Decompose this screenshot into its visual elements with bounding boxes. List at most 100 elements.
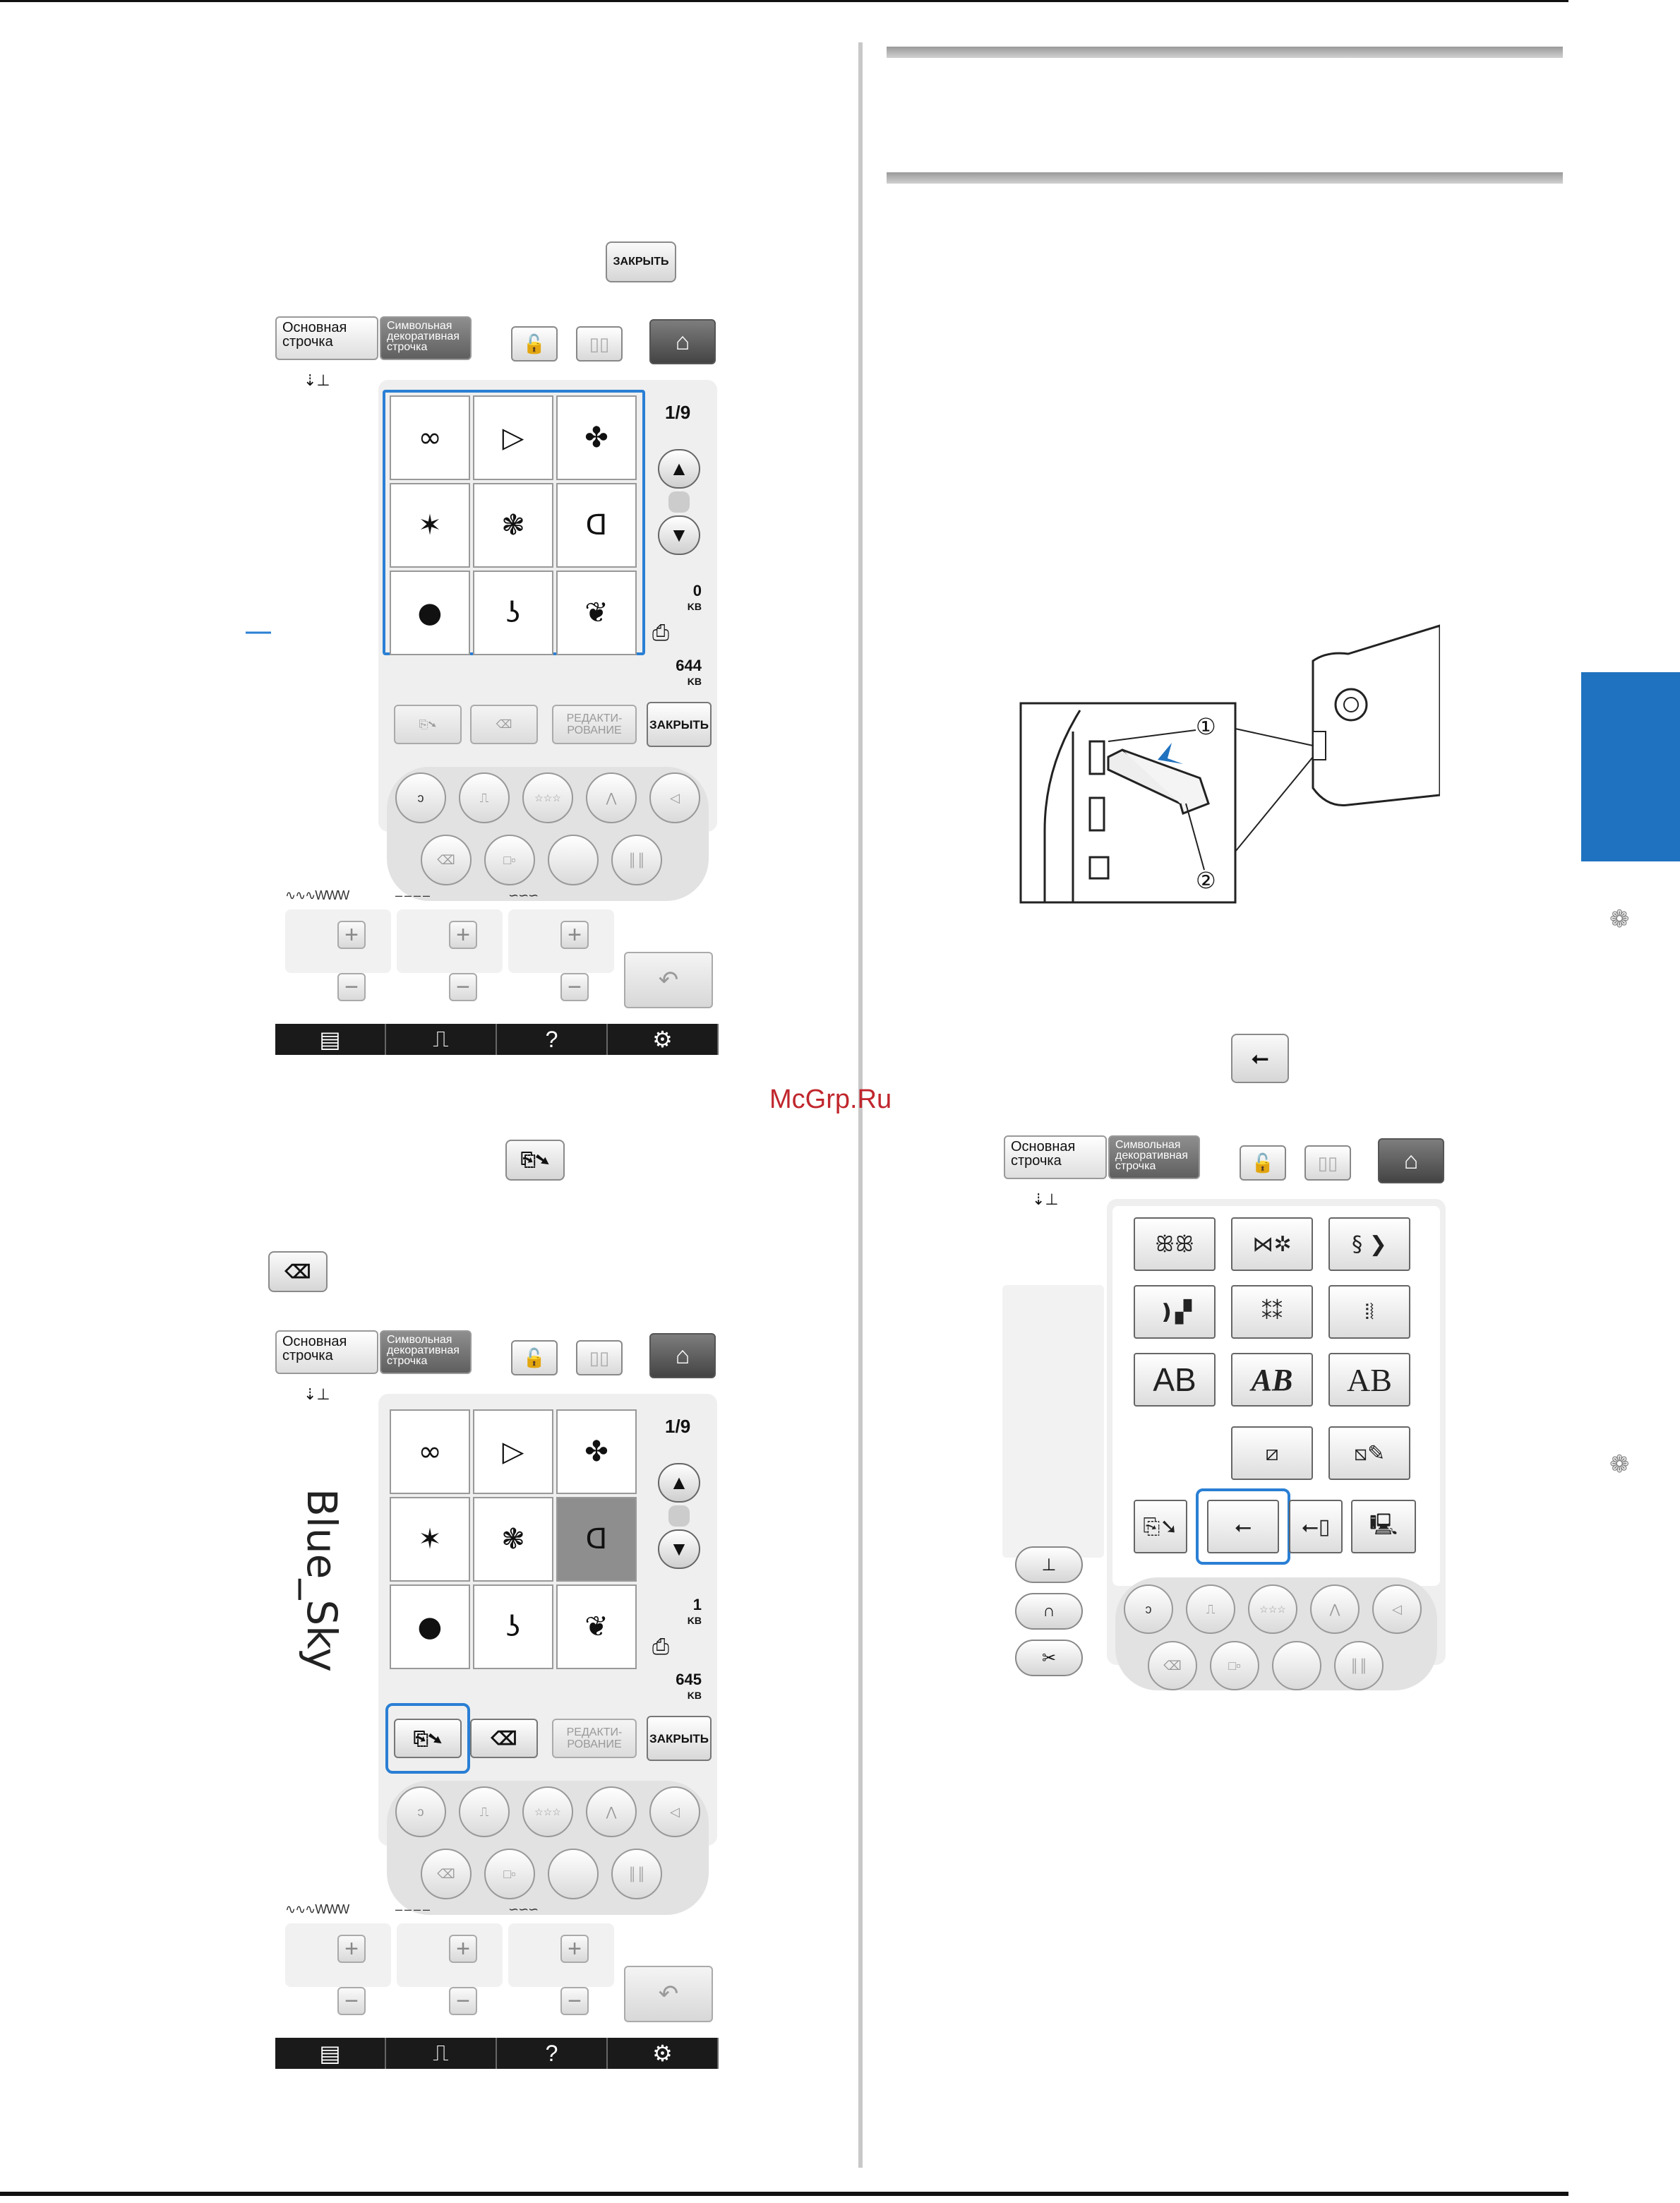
book-icon[interactable]: ▯▯ [576, 1340, 623, 1375]
stitch-edit-icon[interactable]: ⧅✎ [1328, 1426, 1410, 1480]
needle-mode-icon[interactable]: ⎍ [459, 772, 510, 823]
triangle-icon[interactable]: ◁ [1372, 1584, 1422, 1634]
size-icon[interactable]: □▫ [484, 835, 535, 885]
thread-icon[interactable]: ↄ [395, 1786, 446, 1837]
pattern-cell[interactable]: ❃ [473, 483, 553, 568]
tab-basic-stitch[interactable]: Основная строчка [275, 316, 378, 360]
scroll-up-button[interactable]: ▲ [658, 449, 700, 489]
pattern-cell[interactable]: ∞ [390, 1409, 470, 1494]
pattern-cell[interactable]: ▷ [473, 1409, 553, 1494]
tab-basic-stitch[interactable]: Основная строчка [1004, 1135, 1107, 1179]
thread-icon[interactable]: ↄ [1124, 1584, 1173, 1634]
mirror-icon[interactable]: ⋀ [586, 1786, 637, 1837]
triangle-icon[interactable]: ◁ [649, 1786, 700, 1837]
presser-foot-icon[interactable]: ⊥ [1015, 1546, 1083, 1583]
sewing-machine-icon[interactable]: ⎍ [386, 1024, 497, 1055]
book-icon[interactable]: ▯▯ [576, 326, 623, 362]
twin-needle-icon[interactable]: ║║ [611, 1849, 662, 1899]
length-minus-button[interactable]: − [449, 973, 477, 1001]
pattern-cell[interactable]: ▷ [473, 395, 553, 480]
decorative-stitch-category-5[interactable]: ⁑⁑ [1231, 1285, 1313, 1339]
back-button[interactable]: ↶ [624, 952, 713, 1008]
tension-plus-button[interactable]: + [560, 1935, 589, 1963]
pattern-cell[interactable]: ✤ [556, 1409, 637, 1494]
twin-needle-icon[interactable]: ║║ [1334, 1641, 1384, 1690]
pattern-cell[interactable]: ● [390, 1584, 470, 1669]
needle-mode-icon[interactable]: ⎍ [459, 1786, 510, 1837]
document-icon[interactable]: ▤ [275, 1024, 386, 1055]
lock-icon[interactable]: 🔓 [511, 1340, 558, 1375]
pattern-cell[interactable]: ❃ [473, 1497, 553, 1582]
delete-button[interactable]: ⌫ [470, 705, 538, 744]
size-icon[interactable]: □▫ [1210, 1641, 1259, 1690]
size-icon[interactable]: □▫ [484, 1849, 535, 1899]
scroll-up-button[interactable]: ▲ [658, 1463, 700, 1503]
tension-plus-button[interactable]: + [560, 921, 589, 949]
eraser-icon[interactable]: ⌫ [421, 835, 472, 885]
home-button[interactable]: ⌂ [649, 319, 716, 364]
width-minus-button[interactable]: − [337, 1987, 366, 2015]
eraser-icon[interactable]: ⌫ [1148, 1641, 1197, 1690]
settings-icon[interactable]: ⚙ [608, 2038, 719, 2069]
tab-basic-stitch[interactable]: Основная строчка [275, 1330, 378, 1374]
edit-button[interactable]: РЕДАКТИ- РОВАНИЕ [552, 705, 637, 744]
scroll-thumb[interactable] [668, 491, 690, 513]
pattern-cell[interactable]: ✤ [556, 395, 637, 480]
pattern-cell[interactable]: ❦ [556, 571, 637, 655]
scroll-down-button[interactable]: ▼ [658, 515, 700, 555]
my-custom-stitch-icon[interactable]: ⧄ [1231, 1426, 1313, 1480]
length-plus-button[interactable]: + [449, 1935, 477, 1963]
pattern-cell[interactable]: ❦ [556, 1584, 637, 1669]
close-button[interactable]: ЗАКРЫТЬ [647, 1716, 712, 1761]
triangle-icon[interactable]: ◁ [649, 772, 700, 823]
blank-circle-button[interactable] [1272, 1641, 1321, 1690]
settings-icon[interactable]: ⚙ [608, 1024, 719, 1055]
decorative-stitch-category-6[interactable]: ⦙⦚ [1328, 1285, 1410, 1339]
width-plus-button[interactable]: + [337, 1935, 366, 1963]
tab-character-stitch[interactable]: Символьная декоративная строчка [380, 1330, 472, 1374]
width-minus-button[interactable]: − [337, 973, 366, 1001]
length-minus-button[interactable]: − [449, 1987, 477, 2015]
document-icon[interactable]: ▤ [275, 2038, 386, 2069]
pattern-cell[interactable]: ● [390, 571, 470, 655]
needle-mode-icon[interactable]: ⎍ [1186, 1584, 1235, 1634]
reverse-stitch-icon[interactable]: ∩ [1015, 1593, 1083, 1630]
pattern-cell[interactable]: ʖ [473, 1584, 553, 1669]
home-button[interactable]: ⌂ [1378, 1138, 1444, 1183]
scissors-icon[interactable]: ✂ [1015, 1640, 1083, 1676]
thread-icon[interactable]: ↄ [395, 772, 446, 823]
stars-icon[interactable]: ☆☆☆ [1248, 1584, 1297, 1634]
usb-mouse-icon[interactable]: ⭠▯ [1289, 1500, 1343, 1553]
usb-icon[interactable]: ⭠ [1207, 1500, 1279, 1553]
save-button[interactable]: ⎘➘ [394, 705, 462, 744]
blank-circle-button[interactable] [548, 835, 599, 885]
decorative-stitch-category-2[interactable]: ⋈✲ [1231, 1217, 1313, 1271]
computer-icon[interactable]: 🖳 [1351, 1500, 1416, 1553]
pattern-cell-selected[interactable]: ꓷ [556, 1497, 637, 1582]
tab-character-stitch[interactable]: Символьная декоративная строчка [380, 316, 472, 360]
scroll-thumb[interactable] [668, 1505, 690, 1527]
eraser-icon[interactable]: ⌫ [421, 1849, 472, 1899]
script-font-button[interactable]: AB [1231, 1353, 1313, 1407]
pattern-cell[interactable]: ✶ [390, 1497, 470, 1582]
stars-icon[interactable]: ☆☆☆ [522, 1786, 573, 1837]
edit-button[interactable]: РЕДАКТИ- РОВАНИЕ [552, 1719, 637, 1758]
help-icon[interactable]: ? [497, 1024, 608, 1055]
save-button[interactable]: ⎘➘ [394, 1719, 462, 1758]
twin-needle-icon[interactable]: ║║ [611, 835, 662, 885]
blank-circle-button[interactable] [548, 1849, 599, 1899]
home-button[interactable]: ⌂ [649, 1333, 716, 1378]
tab-character-stitch[interactable]: Символьная декоративная строчка [1108, 1135, 1200, 1179]
book-icon[interactable]: ▯▯ [1304, 1145, 1351, 1181]
lock-icon[interactable]: 🔓 [511, 326, 558, 362]
width-plus-button[interactable]: + [337, 921, 366, 949]
outline-font-button[interactable]: AB [1328, 1353, 1410, 1407]
help-icon[interactable]: ? [497, 2038, 608, 2069]
machine-memory-icon[interactable]: ⎘➘ [1134, 1500, 1187, 1553]
tension-minus-button[interactable]: − [560, 973, 589, 1001]
delete-button[interactable]: ⌫ [470, 1719, 538, 1758]
lock-icon[interactable]: 🔓 [1240, 1145, 1286, 1181]
decorative-stitch-category-3[interactable]: § ❯ [1328, 1217, 1410, 1271]
pattern-cell[interactable]: ∞ [390, 395, 470, 480]
back-button[interactable]: ↶ [624, 1966, 713, 2022]
